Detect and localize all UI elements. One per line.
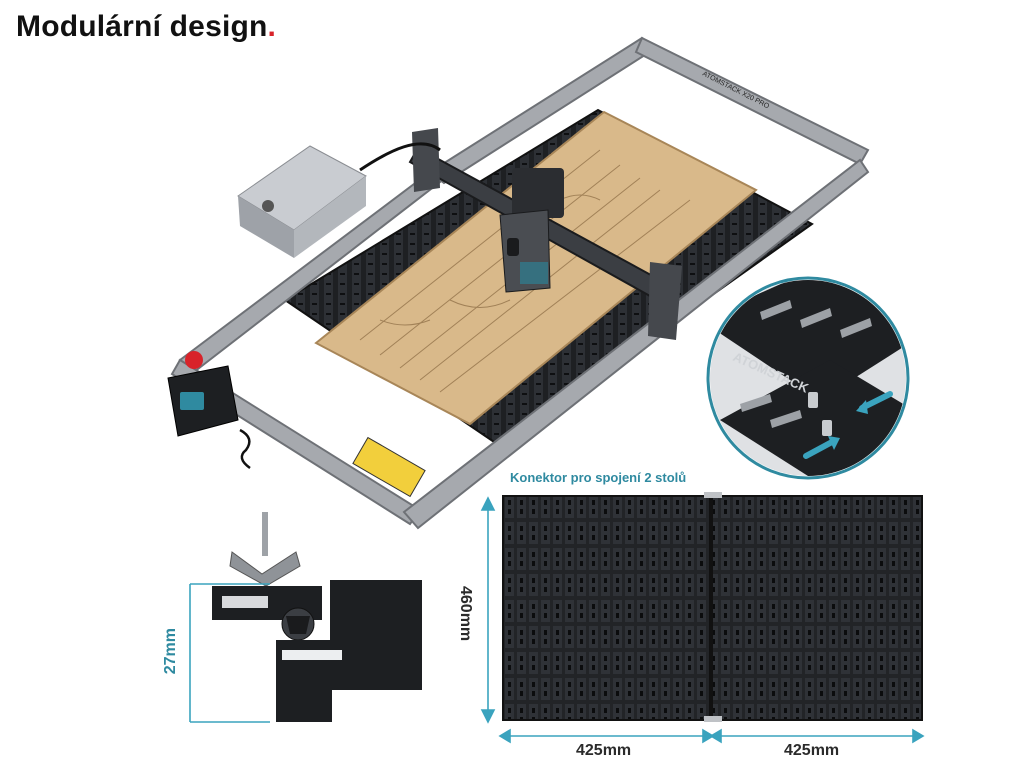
panel-right (711, 495, 923, 721)
connector-inset: ATOMSTACK (706, 276, 910, 480)
table-right-width-label: 425mm (784, 742, 840, 759)
control-box (167, 351, 251, 470)
air-pump (237, 142, 441, 258)
wing-nut (229, 551, 301, 587)
frame-front-rail (402, 158, 870, 530)
emergency-stop (185, 351, 203, 369)
title-dot: . (267, 10, 277, 43)
connector-arrow-lower (803, 439, 835, 459)
table-left-width-label: 425mm (576, 742, 632, 759)
connector-caption: Konektor pro spojení 2 stolů (510, 470, 687, 485)
page-title: Modulární design. (16, 10, 276, 44)
air-pump-knob (262, 200, 274, 212)
air-hose (359, 142, 441, 172)
table-height-label: 460mm (457, 586, 474, 642)
laser-head (499, 168, 564, 293)
panel-joint-bottom (704, 716, 722, 722)
clamp-height-label: 27mm (162, 628, 179, 675)
panel-joint-top (704, 492, 722, 498)
warning-label (352, 436, 426, 498)
clamp-detail (189, 512, 422, 723)
title-text: Modulární design (16, 10, 268, 43)
gantry-left-plate (412, 128, 440, 192)
panel-left (502, 495, 711, 721)
gantry-right-plate (648, 262, 682, 340)
panel-table (480, 492, 925, 744)
